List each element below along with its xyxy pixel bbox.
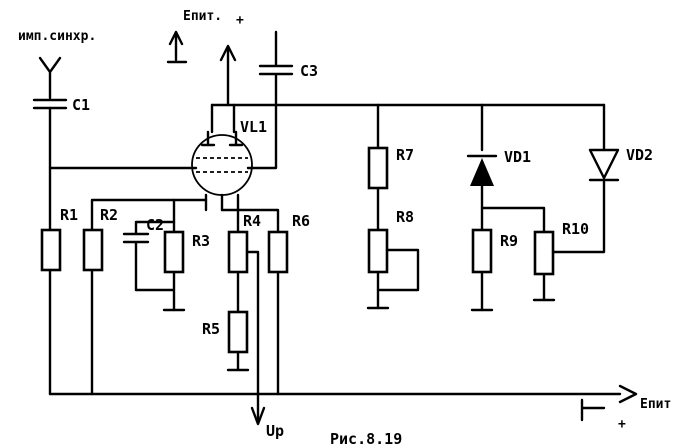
output-supply-terminal <box>580 398 606 422</box>
resistor-r4 <box>227 230 249 274</box>
vd1-label: VD1 <box>504 148 531 166</box>
wire-r6 <box>220 208 280 396</box>
c2-label: C2 <box>146 216 164 234</box>
supply-arrow <box>219 44 237 107</box>
bus-arrow <box>618 384 638 404</box>
output-sign: + <box>618 417 626 432</box>
r2-label: R2 <box>100 206 118 224</box>
resistor-r8 <box>367 228 389 274</box>
resistor-r9 <box>471 228 493 274</box>
tube-vl1 <box>191 103 253 212</box>
wire-r10 <box>480 206 546 302</box>
r7-label: R7 <box>396 146 414 164</box>
r10-label: R10 <box>562 220 589 238</box>
diode-vd2 <box>588 148 620 180</box>
capacitor-c2 <box>122 220 176 292</box>
sync-input-terminal <box>38 56 62 100</box>
output-voltage-label: Up <box>266 422 284 440</box>
resistor-r2 <box>82 228 104 272</box>
wire-r8-wiper <box>376 248 420 292</box>
wire-vd2 <box>551 103 606 254</box>
wire-r4-wiper <box>245 250 260 422</box>
wire-r2 <box>90 198 208 396</box>
vl1-label: VL1 <box>240 118 267 136</box>
r6-label: R6 <box>292 212 310 230</box>
resistor-r3 <box>163 230 185 274</box>
figure-caption: Рис.8.19 <box>330 430 402 448</box>
r1-label: R1 <box>60 206 78 224</box>
resistor-r5 <box>227 310 249 354</box>
capacitor-c3 <box>258 30 294 107</box>
c3-label: C3 <box>300 62 318 80</box>
diode-vd1 <box>470 158 494 186</box>
supply-sign: + <box>236 13 244 28</box>
r5-ground <box>226 350 250 372</box>
r5-label: R5 <box>202 320 220 338</box>
output-arrow <box>250 406 266 426</box>
output-supply-label: Епит <box>640 397 671 412</box>
resistor-r10 <box>533 230 555 276</box>
supply-ground-symbol <box>166 30 188 64</box>
r9-label: R9 <box>500 232 518 250</box>
r3-label: R3 <box>192 232 210 250</box>
wire-r3 <box>134 198 176 312</box>
r4-label: R4 <box>243 212 261 230</box>
resistor-r6 <box>267 230 289 274</box>
supply-label: Епит. <box>183 9 222 24</box>
c1-label: C1 <box>72 96 90 114</box>
wire-tube-to-rail <box>246 103 278 170</box>
sync-input-label: имп.синхр. <box>18 29 96 44</box>
r8-label: R8 <box>396 208 414 226</box>
resistor-r1 <box>40 228 62 272</box>
resistor-r7 <box>367 146 389 190</box>
vd2-label: VD2 <box>626 146 653 164</box>
